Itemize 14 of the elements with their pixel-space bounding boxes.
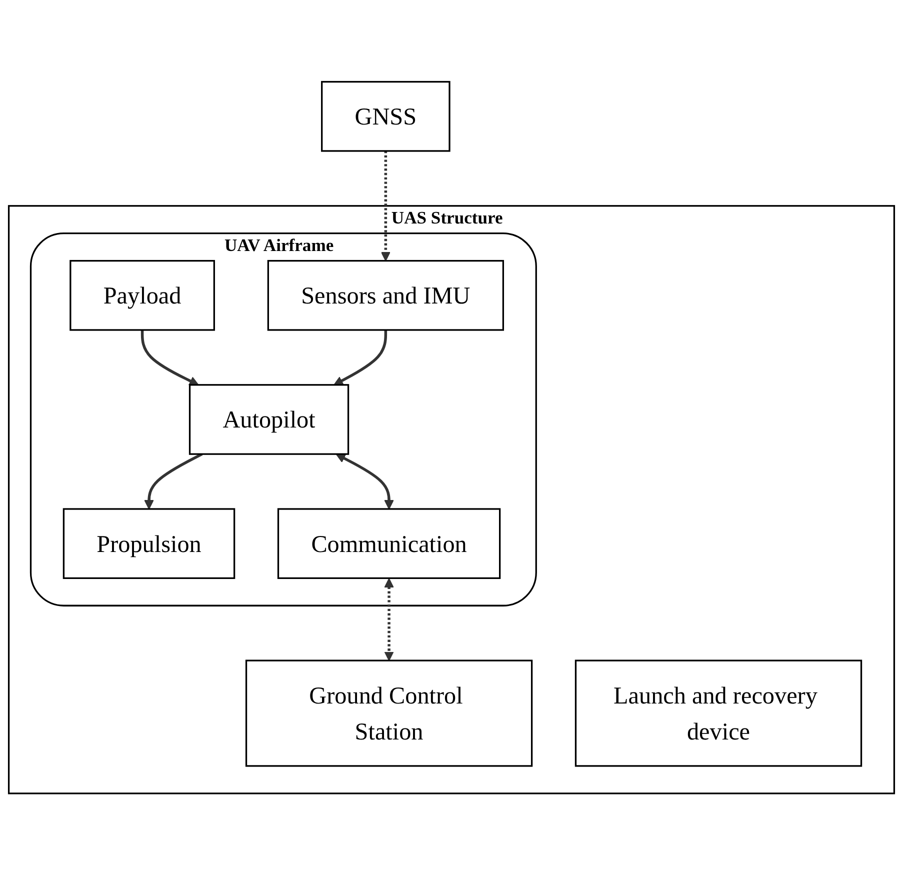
node-box: Communication — [277, 508, 501, 579]
node-box: Launch and recovery device — [574, 660, 862, 767]
node-box: GNSS — [321, 80, 450, 152]
arrow — [380, 150, 390, 262]
node-box: Propulsion — [62, 508, 236, 579]
node-box: Sensors and IMU — [267, 260, 504, 331]
node-box: Ground Control Station — [245, 660, 533, 767]
node-box: Autopilot — [188, 384, 350, 455]
arrow — [144, 452, 203, 510]
node-box: Payload — [70, 260, 215, 331]
arrow — [384, 578, 394, 661]
arrow — [336, 454, 394, 510]
arrow — [334, 330, 388, 386]
arrow — [140, 330, 199, 386]
